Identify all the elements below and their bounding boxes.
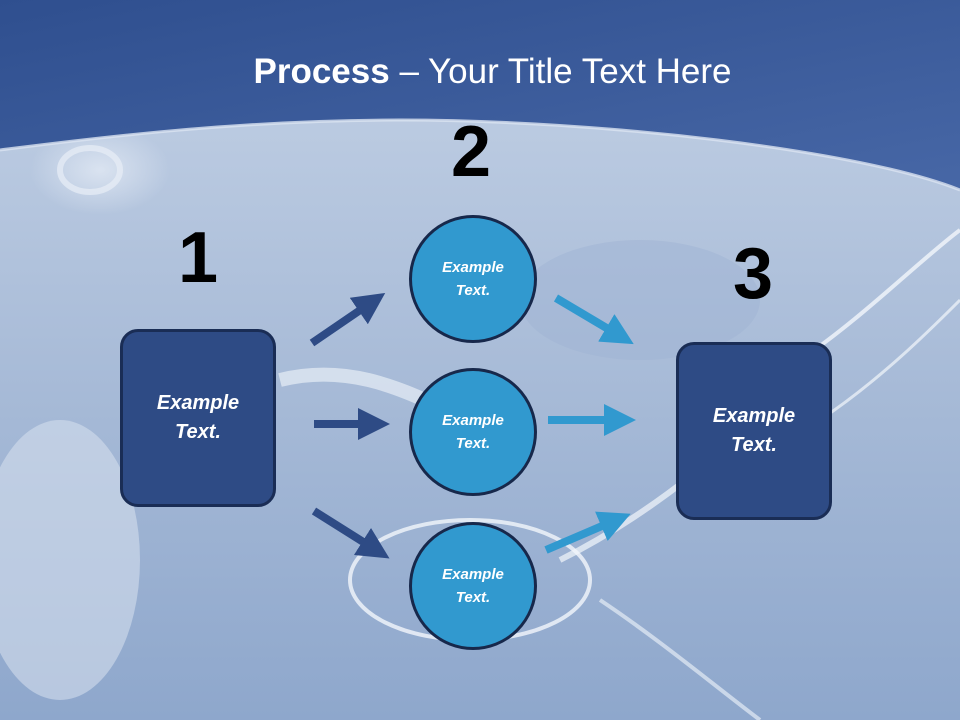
title-bold: Process: [253, 52, 390, 91]
step-1-box: Example Text.: [120, 329, 276, 507]
step-2-number: 2: [451, 112, 492, 192]
step-2-circle-middle: Example Text.: [409, 368, 537, 496]
step-3-number: 3: [733, 234, 774, 314]
step-3-box: Example Text.: [676, 342, 832, 520]
title-rest: – Your Title Text Here: [389, 52, 732, 91]
step-2-circle-top: Example Text.: [409, 215, 537, 343]
arrow-1-to-bottom: [311, 507, 390, 559]
arrow-top-to-3: [553, 294, 634, 345]
step-2-circle-bottom: Example Text.: [409, 522, 537, 650]
arrow-bottom-to-3: [544, 511, 631, 554]
slide-title: Process – Your Title Text Here: [0, 52, 960, 92]
step-1-number: 1: [178, 218, 219, 298]
arrow-1-to-top: [309, 292, 386, 347]
